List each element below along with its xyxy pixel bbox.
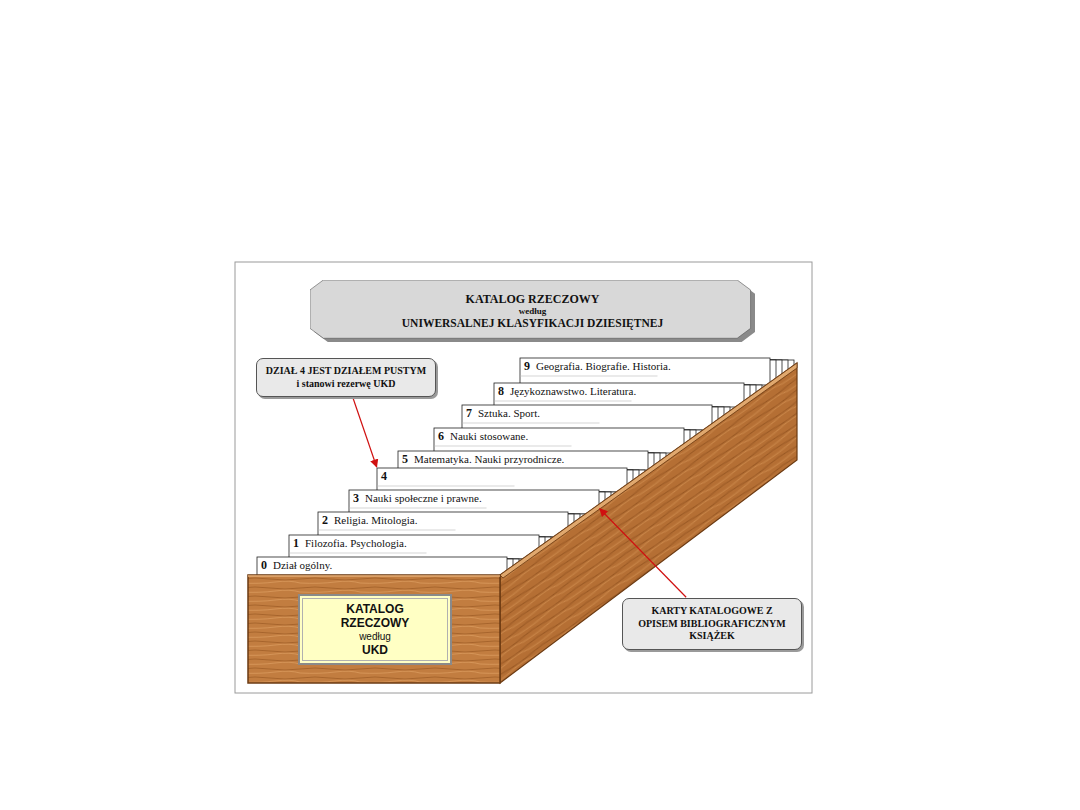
banner-face [310, 280, 751, 338]
card-rule [494, 401, 632, 402]
section-number: 3 [353, 491, 359, 506]
section-number: 6 [438, 429, 444, 444]
section-number: 7 [466, 406, 472, 421]
catalog-card-tab: 2 Religia. Mitologia. [318, 512, 568, 530]
catalog-card-tab: 1 Filozofia. Psychologia. [289, 535, 539, 553]
card-rule [434, 446, 572, 447]
catalog-card-tab: 3 Nauki społeczne i prawne. [349, 490, 599, 508]
drawer-label: KATALOG RZECZOWYwedługUKD [298, 594, 452, 665]
section-name: Geografia. Biografie. Historia. [536, 360, 671, 372]
card-rule [289, 553, 427, 554]
section-name: Nauki społeczne i prawne. [365, 492, 482, 504]
drawer-label-text: według [359, 631, 391, 643]
section-name: Religia. Mitologia. [334, 514, 417, 526]
callout-text: DZIAŁ 4 JEST DZIAŁEM PUSTYM i stanowi re… [265, 365, 427, 390]
section-name: Matematyka. Nauki przyrodnicze. [414, 453, 564, 465]
drawer-front [248, 575, 500, 683]
card-rule [462, 423, 600, 424]
title-line: UNIWERSALNEJ KLASYFIKACJI DZIESIĘTNEJ [340, 317, 725, 331]
callout-text: KARTY KATALOGOWE Z OPISEM BIBLIOGRAFICZN… [631, 605, 793, 643]
section-number: 1 [293, 536, 299, 551]
drawer [248, 363, 797, 683]
card-rule [520, 376, 658, 377]
catalog-card-tab: 5 Matematyka. Nauki przyrodnicze. [398, 451, 648, 469]
title-connector-word: według [340, 306, 725, 317]
section-number: 2 [322, 513, 328, 528]
callout-arrow [353, 398, 377, 467]
drawer-label-text: UKD [362, 643, 388, 657]
section-name: Nauki stosowane. [450, 430, 528, 442]
catalog-card-tab: 6 Nauki stosowane. [434, 428, 684, 446]
card-rule [377, 486, 515, 487]
section-number: 8 [498, 384, 504, 399]
catalog-card-tab: 9 Geografia. Biografie. Historia. [520, 358, 770, 376]
title-banner: KATALOG RZECZOWYwedługUNIWERSALNEJ KLASY… [310, 280, 755, 342]
title-line: KATALOG RZECZOWY [340, 292, 725, 306]
section-number: 0 [261, 558, 267, 573]
section-number: 5 [402, 452, 408, 467]
section-name: Filozofia. Psychologia. [305, 537, 407, 549]
drawer-front-lip [248, 575, 500, 577]
callout-box: KARTY KATALOGOWE Z OPISEM BIBLIOGRAFICZN… [622, 598, 802, 650]
card-rule [318, 530, 456, 531]
card-rule [349, 508, 487, 509]
callout-box: DZIAŁ 4 JEST DZIAŁEM PUSTYM i stanowi re… [256, 358, 436, 397]
section-number: 9 [524, 359, 530, 374]
catalog-card-tab: 0 Dział ogólny. [257, 557, 507, 575]
catalog-card-tab: 8 Językoznawstwo. Literatura. [494, 383, 744, 401]
section-name: Językoznawstwo. Literatura. [510, 385, 636, 397]
section-name: Dział ogólny. [273, 559, 332, 571]
drawer-label-text: KATALOG RZECZOWY [327, 602, 423, 631]
drawer-side-top [500, 363, 797, 578]
catalog-card-tab: 4 [377, 468, 627, 486]
catalog-card-tab: 7 Sztuka. Sport. [462, 405, 712, 423]
section-number: 4 [381, 469, 387, 484]
callout-arrow [600, 509, 686, 598]
section-name: Sztuka. Sport. [478, 407, 540, 419]
